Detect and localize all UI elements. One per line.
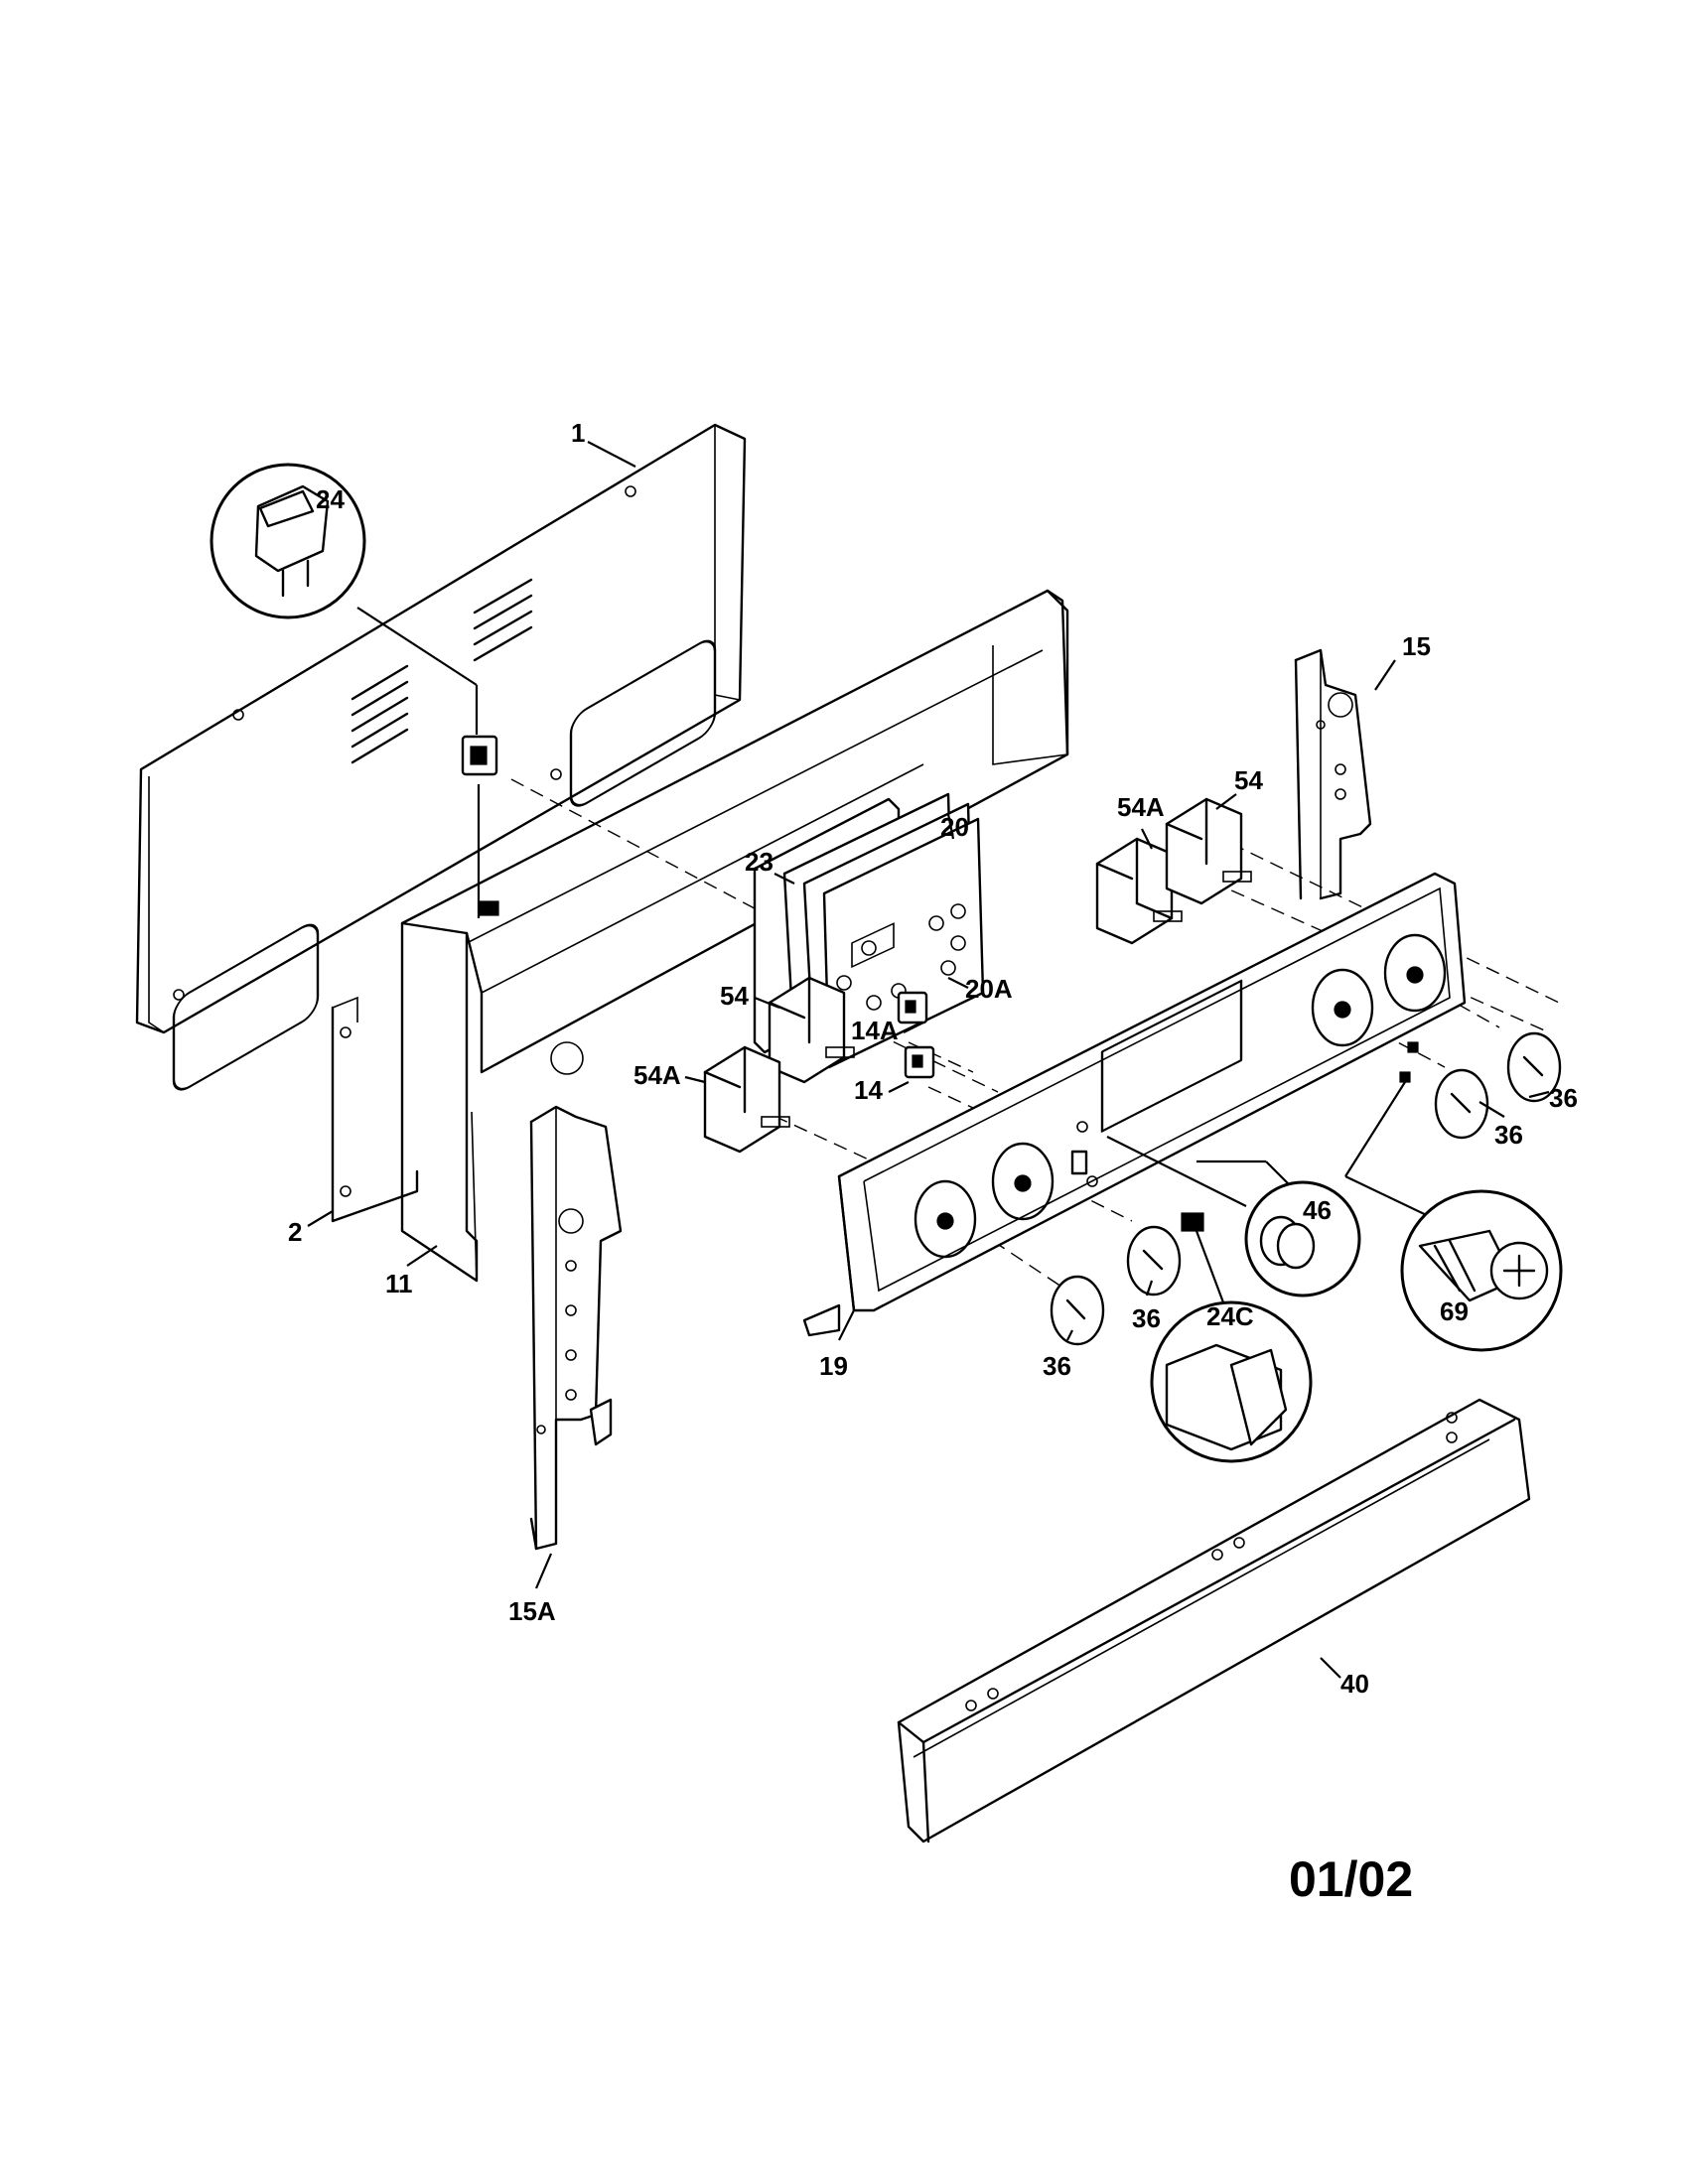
rocker-switch-24C-icon: [1165, 1343, 1288, 1451]
back-panel-part-1: [135, 423, 747, 1091]
label-part-54-left: 54: [720, 981, 749, 1011]
trim-part-40: [897, 1398, 1531, 1843]
label-part-15: 15: [1402, 631, 1431, 661]
burner-dial-3: [1311, 968, 1374, 1047]
knob-part-36-d: [1506, 1031, 1562, 1103]
label-part-54-right: 54: [1234, 765, 1263, 795]
label-part-20A: 20A: [965, 974, 1013, 1004]
control-panel-part-19: [802, 872, 1467, 1337]
infinite-switch-54-right: [1165, 797, 1252, 905]
label-part-36-left: 36: [1043, 1351, 1071, 1381]
lower-bracket-part-2: [331, 996, 419, 1223]
label-part-54A-left: 54A: [633, 1060, 681, 1090]
label-part-69: 69: [1440, 1297, 1469, 1326]
label-part-36-right-top: 36: [1549, 1083, 1578, 1113]
screw-icon: [1418, 1229, 1549, 1302]
label-part-1: 1: [571, 418, 585, 448]
label-part-46: 46: [1303, 1195, 1332, 1225]
screw-callout-part-69: [1400, 1189, 1563, 1352]
rocker-switch-callout-part-24C: [1150, 1212, 1313, 1463]
burner-dial-4: [1383, 933, 1447, 1013]
label-part-19: 19: [819, 1351, 848, 1381]
indicator-light-icon: [1259, 1215, 1316, 1270]
label-part-14A: 14A: [851, 1016, 899, 1045]
infinite-switch-54A-left: [703, 1045, 790, 1154]
switch-callout-part-24: [210, 463, 499, 918]
knob-part-36-c: [1434, 1068, 1489, 1140]
burner-dial-1: [914, 1179, 977, 1259]
label-part-24C: 24C: [1206, 1301, 1254, 1331]
knob-part-36-b: [1126, 1225, 1182, 1297]
part-labels: 1 24 15 54A 54 23 20 20A 54 14A 54A 14 3…: [288, 418, 1578, 1699]
rocker-switch-icon: [254, 484, 330, 598]
label-leaders: [307, 441, 1550, 1679]
infinite-switch-54-left: [768, 976, 855, 1084]
label-part-36-center: 36: [1132, 1303, 1161, 1333]
label-part-36-right: 36: [1494, 1120, 1523, 1150]
label-part-2: 2: [288, 1217, 302, 1247]
infinite-switch-54A-right: [1095, 837, 1183, 945]
label-part-14: 14: [854, 1075, 883, 1105]
label-part-24: 24: [316, 484, 345, 514]
label-part-54A-right: 54A: [1117, 792, 1165, 822]
label-part-23: 23: [745, 847, 774, 877]
small-switch-icon: [461, 735, 498, 776]
indicator-light-callout-part-46: [1106, 1136, 1361, 1297]
label-part-15A: 15A: [508, 1596, 556, 1626]
side-bracket-part-15: [1294, 648, 1372, 900]
diagram-code: 01/02: [1289, 1851, 1413, 1907]
side-bracket-part-15A: [529, 1105, 623, 1551]
burner-dial-2: [991, 1142, 1055, 1221]
label-part-40: 40: [1340, 1669, 1369, 1699]
switch-part-14: [904, 1045, 935, 1079]
switch-part-14A: [897, 991, 928, 1024]
label-part-20: 20: [940, 812, 969, 842]
knob-part-36-a: [1050, 1275, 1105, 1346]
label-part-11: 11: [385, 1269, 413, 1298]
back-panel-vents: [351, 578, 533, 764]
